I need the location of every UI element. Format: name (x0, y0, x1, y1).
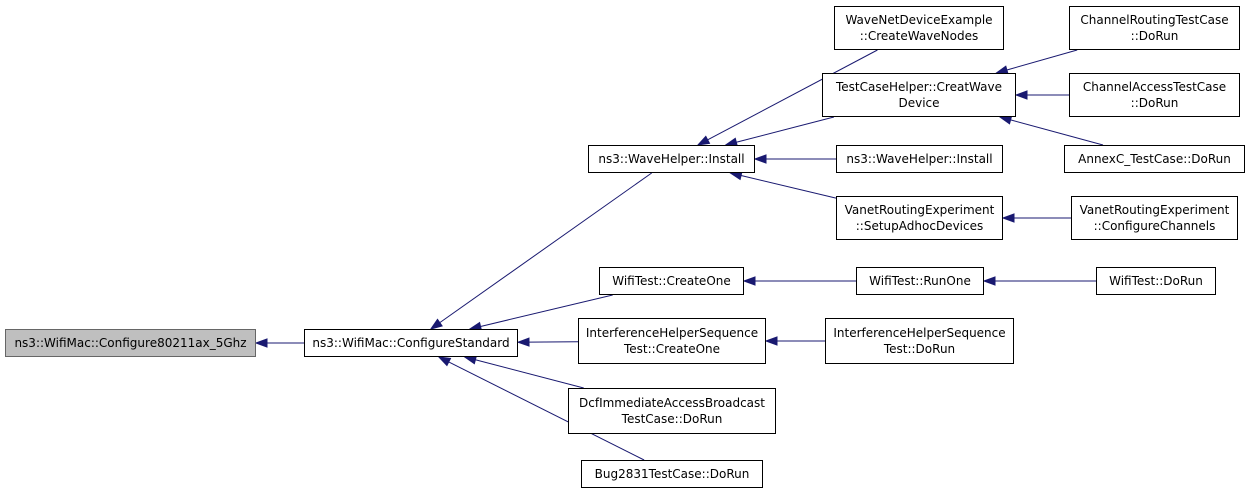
arrowhead-icon (1014, 90, 1028, 100)
arrowhead-icon (982, 276, 996, 286)
node-label-line: InterferenceHelperSequence (585, 326, 759, 340)
arrowhead-icon (696, 135, 711, 146)
node-wavehelper-install-overload[interactable]: ns3::WaveHelper::Install (836, 145, 1003, 173)
node-wifimac-configure-standard[interactable]: ns3::WifiMac::ConfigureStandard (304, 329, 518, 357)
node-label-line: ns3::WifiMac::Configure80211ax_5Ghz (14, 336, 247, 350)
node-label-line: DcfImmediateAccessBroadcast (579, 396, 765, 410)
node-label-line: ChannelRoutingTestCase (1080, 13, 1229, 27)
node-label-line: InterferenceHelperSequence (833, 326, 1006, 340)
call-edge-vanetSetup-to-waveInstall (740, 175, 837, 199)
node-label-line: AnnexC_TestCase::DoRun (1078, 152, 1231, 166)
node-dcfimmediateaccessbroadcasttestcase-dorun[interactable]: DcfImmediateAccessBroadcast TestCase::Do… (568, 388, 776, 434)
node-label-line: WifiTest::DoRun (1109, 274, 1203, 288)
arrowhead-icon (764, 336, 778, 346)
node-label-line: VanetRoutingExperiment (1079, 203, 1230, 217)
node-wavenetdeviceexample-createwavenodes[interactable]: WaveNetDeviceExample ::CreateWaveNodes (834, 6, 1004, 50)
call-edge-chanRouting-to-tcHelper (1006, 49, 1078, 71)
node-wifitest-dorun[interactable]: WifiTest::DoRun (1096, 267, 1216, 295)
node-label-line: ::CreateWaveNodes (859, 29, 979, 43)
node-label-line: ns3::WifiMac::ConfigureStandard (312, 336, 510, 350)
node-channelroutingtestcase-dorun[interactable]: ChannelRoutingTestCase ::DoRun (1069, 6, 1240, 50)
node-label-line: ::DoRun (1130, 29, 1179, 43)
node-label-line: ChannelAccessTestCase (1082, 80, 1227, 94)
node-label-line: Test::DoRun (883, 342, 956, 356)
node-bug2831testcase-dorun[interactable]: Bug2831TestCase::DoRun (581, 460, 763, 488)
node-label-line: TestCase::DoRun (621, 412, 723, 426)
node-label-line: WifiTest::CreateOne (612, 274, 731, 288)
node-wavehelper-install[interactable]: ns3::WaveHelper::Install (588, 145, 755, 173)
node-label-line: Test::CreateOne (623, 342, 721, 356)
node-label-line: ::DoRun (1130, 96, 1179, 110)
node-testcasehelper-creatwavedevice[interactable]: TestCaseHelper::CreatWave Device (822, 73, 1016, 117)
node-vanetroutingexperiment-setupadhocdevices[interactable]: VanetRoutingExperiment ::SetupAdhocDevic… (836, 196, 1003, 240)
node-interferencehelpersequencetest-createone[interactable]: InterferenceHelperSequence Test::CreateO… (578, 318, 766, 364)
arrowhead-icon (463, 355, 478, 365)
node-label-line: ns3::WaveHelper::Install (598, 152, 745, 166)
arrowhead-icon (998, 115, 1013, 125)
arrowhead-icon (437, 356, 452, 367)
node-label-line: ns3::WaveHelper::Install (846, 152, 993, 166)
arrowhead-icon (753, 154, 767, 164)
call-edge-wifiCreate-to-configStd (480, 294, 613, 327)
arrowhead-icon (516, 337, 530, 347)
arrowhead-icon (254, 338, 268, 348)
node-label-line: ::ConfigureChannels (1093, 219, 1216, 233)
node-wifimac-configure80211ax-5ghz: ns3::WifiMac::Configure80211ax_5Ghz (5, 329, 256, 357)
call-edge-annexC-to-tcHelper (1010, 119, 1104, 146)
call-edge-bug2831-to-configStd (448, 361, 645, 461)
node-label-line: ::SetupAdhocDevices (855, 219, 984, 233)
arrowhead-icon (742, 276, 756, 286)
call-edge-waveInstall-to-configStd (439, 172, 652, 324)
node-vanetroutingexperiment-configurechannels[interactable]: VanetRoutingExperiment ::ConfigureChanne… (1071, 196, 1238, 240)
node-annexc-testcase-dorun[interactable]: AnnexC_TestCase::DoRun (1064, 145, 1245, 173)
node-label-line: Bug2831TestCase::DoRun (594, 467, 750, 481)
node-label-line: WifiTest::RunOne (869, 274, 971, 288)
node-label-line: Device (898, 96, 940, 110)
arrowhead-icon (429, 318, 443, 330)
node-label-line: WaveNetDeviceExample (845, 13, 993, 27)
call-edge-tcHelper-to-waveInstall (736, 116, 835, 143)
node-channelaccesstestcase-dorun[interactable]: ChannelAccessTestCase ::DoRun (1069, 73, 1240, 117)
node-label-line: TestCaseHelper::CreatWave (836, 80, 1002, 94)
node-wifitest-runone[interactable]: WifiTest::RunOne (856, 267, 984, 295)
node-label-line: VanetRoutingExperiment (844, 203, 995, 217)
call-edge-dcf-to-configStd (475, 359, 584, 389)
node-wifitest-createone[interactable]: WifiTest::CreateOne (599, 267, 744, 295)
call-edge-waveNet-to-waveInstall (707, 49, 878, 141)
node-interferencehelpersequencetest-dorun[interactable]: InterferenceHelperSequence Test::DoRun (825, 318, 1014, 364)
arrowhead-icon (1001, 213, 1015, 223)
